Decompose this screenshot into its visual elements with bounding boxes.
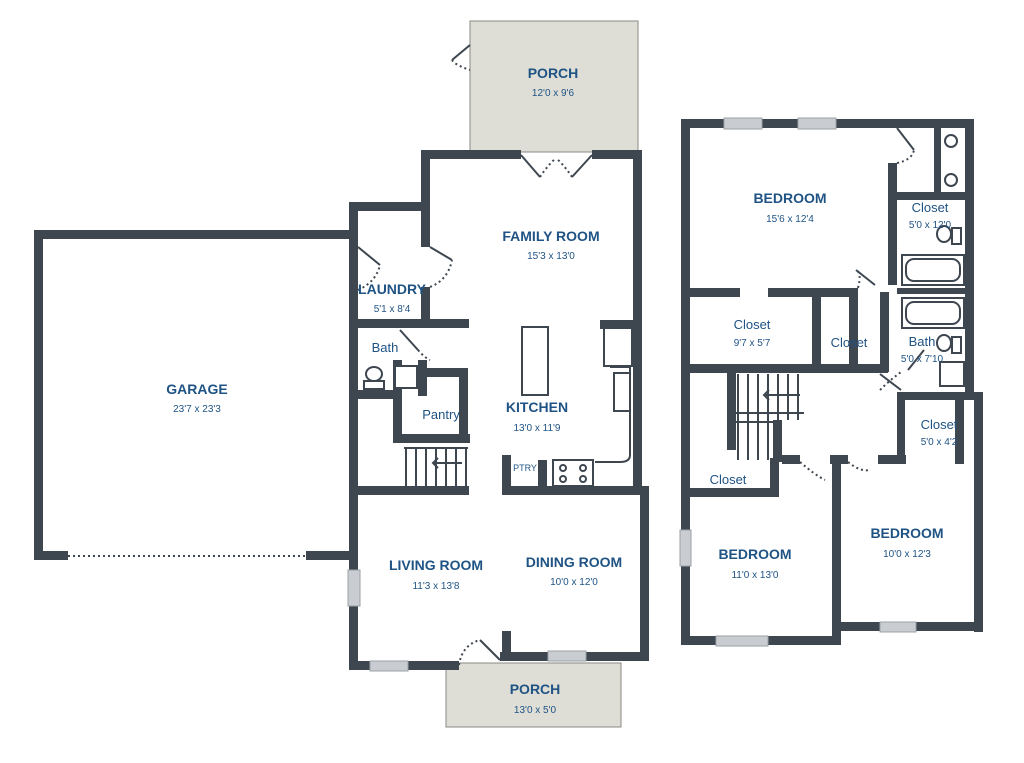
stove <box>552 459 594 487</box>
closet-walk-name: Closet <box>734 317 771 332</box>
bedroom-3-name: BEDROOM <box>870 525 943 541</box>
living-room-dim: 11'3 x 13'8 <box>412 581 459 592</box>
closet-master-name: Closet <box>912 200 949 215</box>
second-floor-walls <box>681 119 983 645</box>
porch-top-name: PORCH <box>528 65 579 81</box>
bedroom-master-dim: 15'6 x 12'4 <box>766 214 814 225</box>
kitchen-dim: 13'0 x 11'9 <box>513 423 560 434</box>
kitchen-name: KITCHEN <box>506 399 568 415</box>
family-room-name: FAMILY ROOM <box>502 228 599 244</box>
doors <box>68 44 925 666</box>
laundry-name: LAUNDRY <box>358 281 427 297</box>
family-room-dim: 15'3 x 13'0 <box>527 251 575 262</box>
closet-master-dim: 5'0 x 12'0 <box>909 220 952 231</box>
laundry-dim: 5'1 x 8'4 <box>374 304 411 315</box>
porch-bottom-name: PORCH <box>510 681 561 697</box>
closet-bed3-dim: 5'0 x 4'2 <box>921 437 958 448</box>
closet-bed2-name: Closet <box>710 472 747 487</box>
closet-hall-name: Closet <box>831 335 868 350</box>
bedroom-master-name: BEDROOM <box>753 190 826 206</box>
room-labels: PORCH 12'0 x 9'6 FAMILY ROOM 15'3 x 13'0… <box>166 65 958 716</box>
bath-upper-name: Bath <box>909 334 936 349</box>
stairs <box>404 374 804 486</box>
porch-top-area <box>469 20 639 153</box>
porch-top-dim: 12'0 x 9'6 <box>532 88 575 99</box>
windows <box>347 117 917 672</box>
kitchen-island <box>521 326 549 396</box>
bedroom-2-name: BEDROOM <box>718 546 791 562</box>
garage-dim: 23'7 x 23'3 <box>173 404 221 415</box>
bedroom-3-dim: 10'0 x 12'3 <box>883 549 931 560</box>
porch-bottom-dim: 13'0 x 5'0 <box>514 705 557 716</box>
closet-walk-dim: 9'7 x 5'7 <box>734 338 771 349</box>
bath-main-name: Bath <box>372 340 399 355</box>
bath-upper-dim: 5'0 x 7'10 <box>901 354 944 365</box>
fixtures <box>363 134 965 487</box>
closet-bed3-name: Closet <box>921 417 958 432</box>
dining-room-dim: 10'0 x 12'0 <box>550 577 598 588</box>
garage-name: GARAGE <box>166 381 227 397</box>
living-room-name: LIVING ROOM <box>389 557 483 573</box>
ptry-name: PTRY <box>513 463 537 473</box>
bedroom-2-dim: 11'0 x 13'0 <box>731 570 778 581</box>
porch-bottom-area <box>445 662 622 728</box>
pantry-name: Pantry <box>422 407 460 422</box>
dining-room-name: DINING ROOM <box>526 554 622 570</box>
